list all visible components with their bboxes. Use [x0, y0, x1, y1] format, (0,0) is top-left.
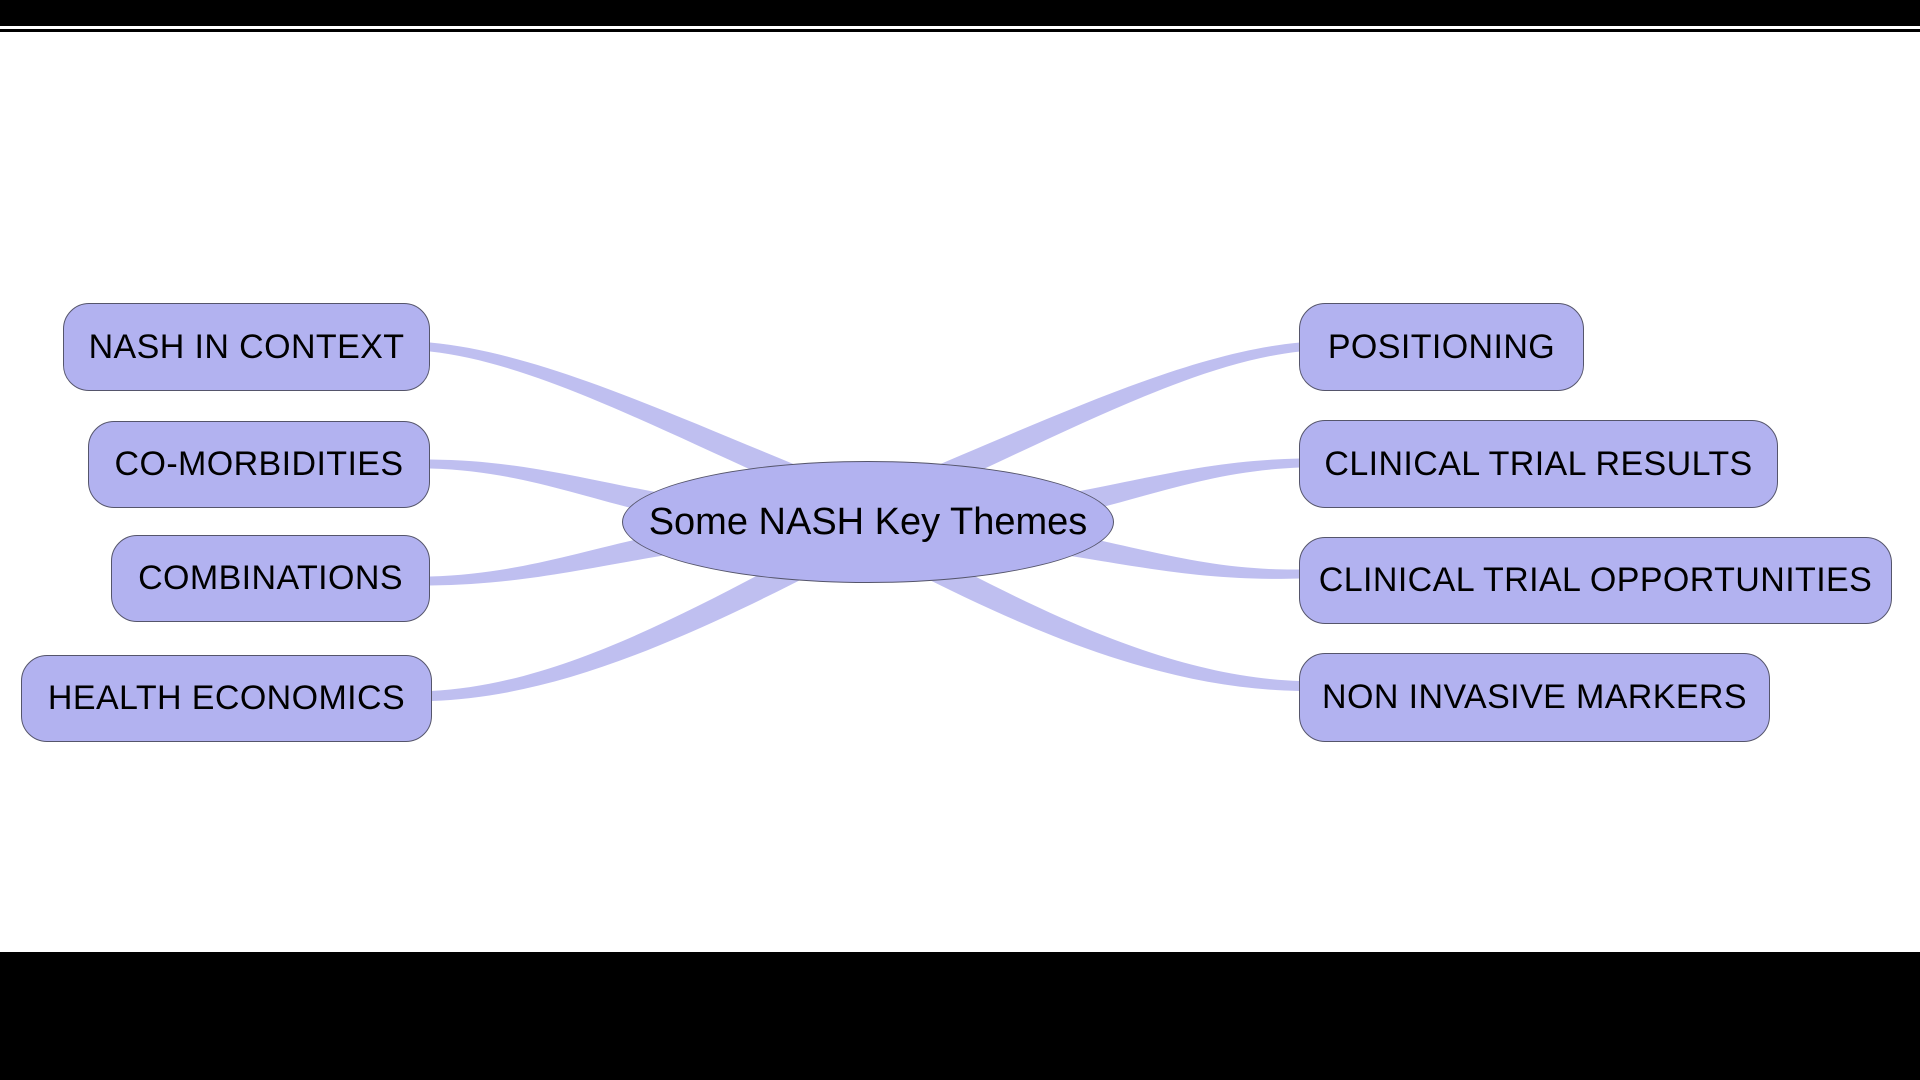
node-clinical-trial-results[interactable]: CLINICAL TRIAL RESULTS [1299, 420, 1778, 508]
node-label-positioning: POSITIONING [1327, 327, 1556, 366]
node-combinations[interactable]: COMBINATIONS [111, 535, 430, 622]
top-black-bar [0, 0, 1920, 26]
node-label-co-morbidities: CO-MORBIDITIES [114, 445, 404, 483]
node-label-clinical-trial-results: CLINICAL TRIAL RESULTS [1324, 444, 1753, 483]
node-label-health-economics: HEALTH ECONOMICS [47, 679, 406, 717]
top-separator-line [0, 29, 1920, 32]
node-positioning[interactable]: POSITIONING [1299, 303, 1584, 391]
root-node-some-nash-key-themes[interactable]: Some NASH Key Themes [622, 461, 1114, 583]
node-clinical-trial-opportunities[interactable]: CLINICAL TRIAL OPPORTUNITIES [1299, 537, 1892, 624]
node-label-combinations: COMBINATIONS [138, 559, 403, 597]
node-health-economics[interactable]: HEALTH ECONOMICS [21, 655, 432, 742]
node-label-non-invasive-markers: NON INVASIVE MARKERS [1322, 678, 1747, 716]
bottom-black-bar [0, 952, 1920, 1080]
node-label-clinical-trial-opportunities: CLINICAL TRIAL OPPORTUNITIES [1318, 561, 1873, 599]
node-non-invasive-markers[interactable]: NON INVASIVE MARKERS [1299, 653, 1770, 742]
root-node-label: Some NASH Key Themes [648, 500, 1088, 543]
node-nash-in-context[interactable]: NASH IN CONTEXT [63, 303, 430, 391]
node-co-morbidities[interactable]: CO-MORBIDITIES [88, 421, 430, 508]
node-label-nash-in-context: NASH IN CONTEXT [88, 327, 405, 366]
